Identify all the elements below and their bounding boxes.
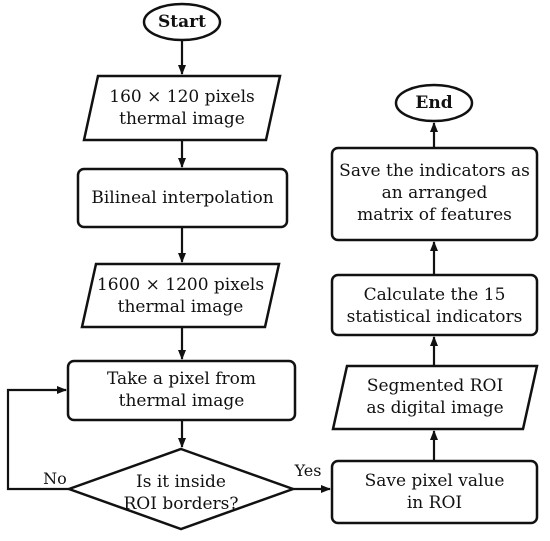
- save-indicators-label: Save the indicators as an arranged matri…: [339, 161, 530, 225]
- take-pixel-label: Take a pixel from thermal image: [106, 369, 257, 411]
- no-edge-label: No: [43, 469, 67, 488]
- decision-diamond: [65, 447, 297, 531]
- input-high-res-parallelogram: [80, 262, 281, 329]
- end-terminal: [394, 83, 474, 123]
- yes-edge-label: Yes: [294, 461, 322, 480]
- input-high-res-label: 1600 × 1200 pixels thermal image: [96, 275, 265, 317]
- save-pixel-label: Save pixel value in ROI: [364, 471, 505, 513]
- input-low-res-label: 160 × 120 pixels thermal image: [109, 87, 255, 129]
- end-label: End: [415, 93, 453, 113]
- start-label: Start: [158, 12, 206, 32]
- interpolation-label: Bilineal interpolation: [91, 188, 274, 208]
- segmented-roi-label: Segmented ROI as digital image: [366, 376, 504, 418]
- decision-label: Is it inside ROI borders?: [123, 472, 239, 514]
- arrow-no-loop: [6, 386, 69, 491]
- segmented-roi-parallelogram: [331, 364, 539, 431]
- calculate-label: Calculate the 15 statistical indicators: [346, 285, 523, 327]
- input-low-res-parallelogram: [82, 74, 282, 142]
